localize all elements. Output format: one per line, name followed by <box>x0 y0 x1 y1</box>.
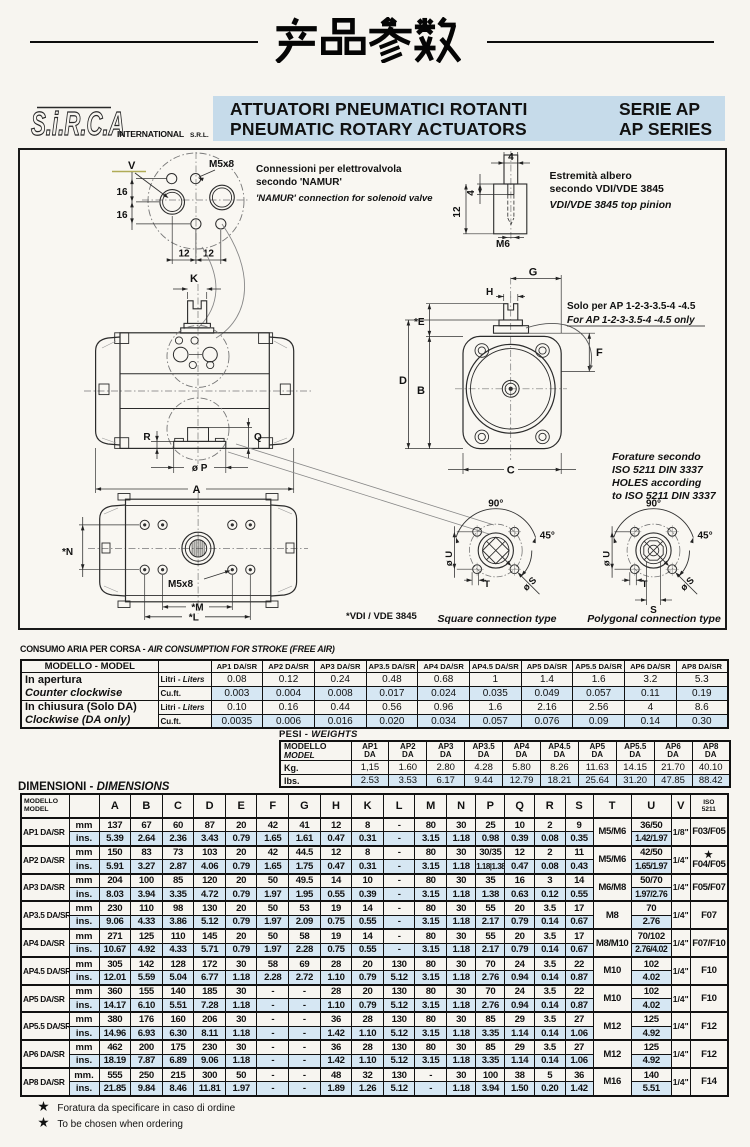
svg-text:secondo VDI/VDE 3845: secondo VDI/VDE 3845 <box>550 183 665 195</box>
svg-text:G: G <box>529 267 538 279</box>
svg-text:*VDI / VDE 3845: *VDI / VDE 3845 <box>346 611 417 622</box>
svg-text:4: 4 <box>466 190 477 196</box>
svg-text:*E: *E <box>414 317 425 328</box>
svg-text:C: C <box>507 465 515 477</box>
svg-text:'NAMUR' connection for solenoi: 'NAMUR' connection for solenoid valve <box>256 193 433 204</box>
svg-text:S.i.R.C.A: S.i.R.C.A <box>31 106 125 142</box>
svg-text:4: 4 <box>508 152 514 163</box>
svg-text:90°: 90° <box>646 499 661 510</box>
svg-text:M6: M6 <box>496 239 510 250</box>
svg-text:K: K <box>190 273 198 285</box>
svg-text:12: 12 <box>452 206 463 218</box>
svg-text:D: D <box>399 375 407 387</box>
svg-text:Forature secondo: Forature secondo <box>612 451 701 463</box>
svg-text:16: 16 <box>116 210 128 221</box>
svg-text:Square connection type: Square connection type <box>437 613 556 625</box>
svg-text:45°: 45° <box>540 531 555 542</box>
svg-text:16: 16 <box>116 187 128 198</box>
svg-text:ø P: ø P <box>192 463 208 474</box>
svg-text:VDI/VDE 3845 top pinion: VDI/VDE 3845 top pinion <box>550 199 672 211</box>
svg-text:12: 12 <box>178 249 190 260</box>
svg-text:secondo 'NAMUR': secondo 'NAMUR' <box>256 177 342 188</box>
svg-text:*L: *L <box>189 613 199 624</box>
svg-text:to ISO 5211 DIN 3337: to ISO 5211 DIN 3337 <box>612 490 717 502</box>
svg-text:Estremità albero: Estremità albero <box>550 170 632 182</box>
svg-text:Solo per AP 1-2-3-3.5-4 -4.5: Solo per AP 1-2-3-3.5-4 -4.5 <box>567 301 696 312</box>
svg-text:V: V <box>128 160 136 172</box>
svg-text:ø U: ø U <box>444 551 455 566</box>
svg-text:Polygonal connection type: Polygonal connection type <box>587 613 721 625</box>
svg-text:S: S <box>650 605 657 616</box>
svg-text:*N: *N <box>62 547 73 558</box>
svg-text:ISO 5211 DIN 3337: ISO 5211 DIN 3337 <box>612 464 704 476</box>
svg-text:S.R.L.: S.R.L. <box>190 132 209 139</box>
svg-text:A: A <box>193 484 201 496</box>
svg-text:M5x8: M5x8 <box>168 579 193 590</box>
svg-text:45°: 45° <box>698 531 713 542</box>
svg-text:T: T <box>642 579 648 590</box>
svg-text:Connessioni per elettrovalvola: Connessioni per elettrovalvola <box>256 164 402 175</box>
svg-text:B: B <box>417 385 425 397</box>
svg-text:ø U: ø U <box>602 551 613 566</box>
svg-text:INTERNATIONAL: INTERNATIONAL <box>117 129 184 139</box>
svg-text:HOLES according: HOLES according <box>612 477 702 489</box>
svg-text:Q: Q <box>254 432 262 443</box>
svg-text:12: 12 <box>203 249 215 260</box>
svg-text:F: F <box>596 347 603 359</box>
svg-text:M5x8: M5x8 <box>209 159 234 170</box>
svg-text:*M: *M <box>191 603 203 614</box>
svg-text:H: H <box>486 287 493 298</box>
svg-text:R: R <box>143 432 151 443</box>
svg-text:90°: 90° <box>488 499 503 510</box>
svg-text:T: T <box>484 579 490 590</box>
svg-text:For AP 1-2-3-3.5-4 -4.5 only: For AP 1-2-3-3.5-4 -4.5 only <box>567 315 695 326</box>
